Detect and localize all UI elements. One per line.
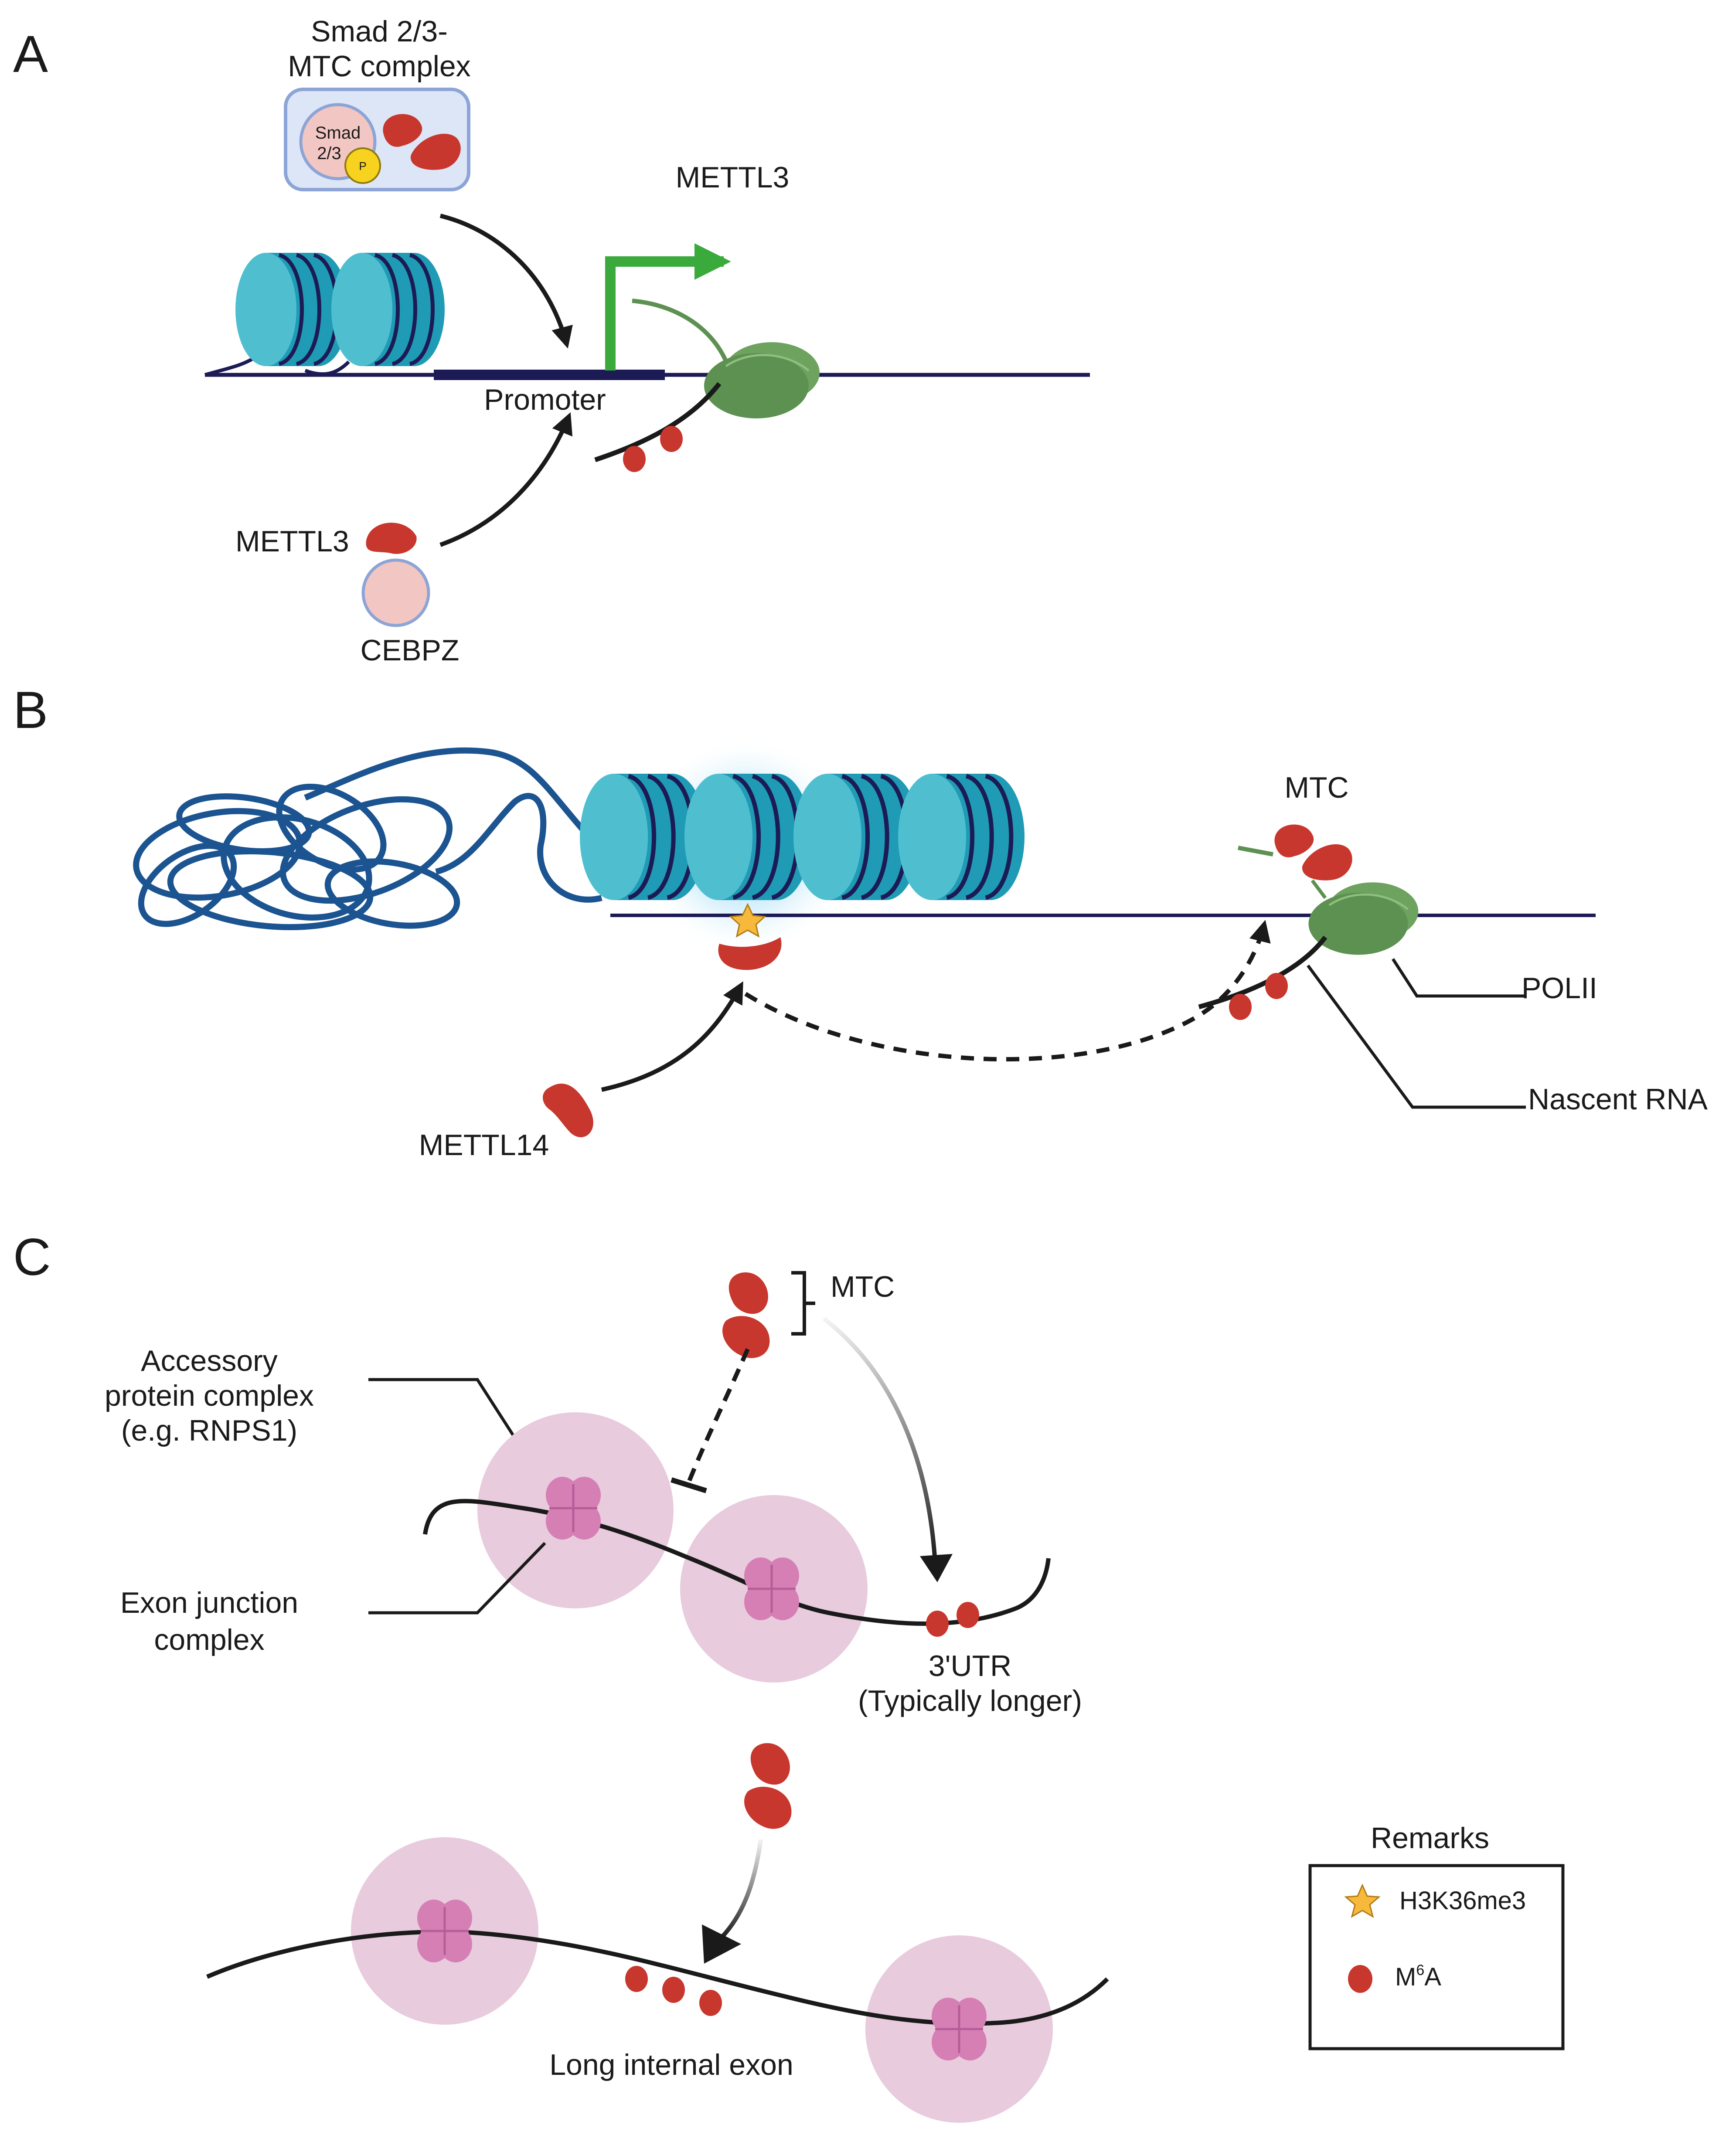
phospho-group [344,147,381,184]
m6a-mark-c-1 [926,1611,949,1637]
nucleosome-a-2 [331,253,445,366]
m6a-mark-c-3 [625,1966,648,1992]
mtc-complex-b [1274,824,1352,880]
smad-label-line1: Smad [315,123,361,143]
nucleosome-b-4 [898,774,1025,900]
arrow-mtc-to-exon [718,1839,763,1941]
rna-strand-a [632,299,730,367]
gene-label-mettl3: METTL3 [676,161,790,194]
utr-label-line2: (Typically longer) [858,1684,1082,1717]
long-exon-label: Long internal exon [549,2048,793,2081]
accessory-label-line1: Accessory [141,1344,278,1377]
legend: Remarks H3K36me3 M6A [1308,1822,1565,2050]
panel-letter-c: C [13,1228,51,1286]
ejc-c-2 [744,1557,799,1620]
ejc-label-line2: complex [154,1623,264,1656]
panel-c: C MTC Accessory protein complex (e.g. RN… [13,1228,1109,2123]
arrow-cebpz-to-promoter [439,412,573,547]
pol-ii-b [1309,882,1419,955]
promoter-label: Promoter [484,383,606,416]
ejc-label-line1: Exon junction [120,1586,298,1619]
mtc-bracket [791,1271,815,1336]
rna-tail-b [1238,846,1273,857]
mettl14-bound [718,937,782,970]
m6a-mark-c-5 [699,1990,722,2016]
phospho-label: P [359,160,366,173]
ejc-c-1 [546,1477,601,1540]
smad-complex-title-line2: MTC complex [288,50,470,83]
mtc-label-b: MTC [1284,771,1348,804]
leader-ejc [368,1542,546,1615]
smad-complex-title-line1: Smad 2/3- [311,15,448,48]
promoter-region [434,370,665,380]
m6a-mark-b-2 [1265,973,1288,999]
arrow-mettl14-recruit [601,981,743,1092]
arrow-mtc-to-utr [822,1317,937,1563]
mrna-strand-c-bottom [206,1929,1109,2026]
nascent-rna-b [1198,935,1328,1010]
mettl14-free [543,1084,593,1138]
mtc-complex-c-bottom [744,1743,792,1829]
transcription-start-arrow [605,243,731,371]
cebpz-protein [361,558,430,627]
m6a-mark-b-1 [1229,994,1252,1020]
mettl3-protein-label: METTL3 [235,525,349,558]
polii-label: POLII [1522,972,1597,1005]
mettl14-label: METTL14 [419,1129,549,1162]
arrow-smad-to-promoter [439,214,573,349]
leader-nascent-rna [1307,964,1526,1109]
m6a-mark-a-1 [623,446,646,472]
inhibition-line [687,1348,750,1483]
utr-label-line1: 3'UTR [929,1649,1012,1683]
panel-letter-a: A [13,25,48,83]
mettl3-protein-a [366,523,417,554]
accessory-label-line3: (e.g. RNPS1) [121,1414,297,1447]
m6a-mark-c-4 [662,1977,685,2003]
legend-star-icon [1344,1883,1381,1918]
nascent-rna-label: Nascent RNA [1528,1083,1708,1116]
m6a-mark-c-2 [957,1602,979,1628]
panel-a: A Smad 2/3- MTC complex Smad 2/3 P METTL… [13,15,1090,667]
h3k36me3-star-b [729,903,766,938]
leader-polii [1392,958,1526,998]
ejc-c-4 [932,1998,987,2060]
inhibition-bar [671,1477,707,1493]
legend-label-h3k36me3: H3K36me3 [1399,1887,1526,1915]
legend-label-m6a: M6A [1395,1962,1441,1991]
condensed-chromatin [133,747,621,931]
smad-label-line2: 2/3 [317,144,341,163]
nascent-rna-a [594,382,722,462]
leader-accessory [368,1378,518,1441]
legend-m6a-icon [1348,1965,1372,1993]
mtc-label-c: MTC [831,1270,895,1303]
legend-title: Remarks [1371,1822,1489,1855]
accessory-label-line2: protein complex [105,1379,314,1412]
panel-b: B METTL14 MTC [13,681,1708,1162]
arrow-mtc-transfer [744,920,1271,1062]
cebpz-label: CEBPZ [361,634,460,667]
panel-letter-b: B [13,681,48,739]
ejc-c-3 [417,1900,472,1962]
m6a-mark-a-2 [660,426,683,452]
nucleosome-b-2 [684,774,811,900]
mtc-complex-c-top [722,1272,770,1358]
